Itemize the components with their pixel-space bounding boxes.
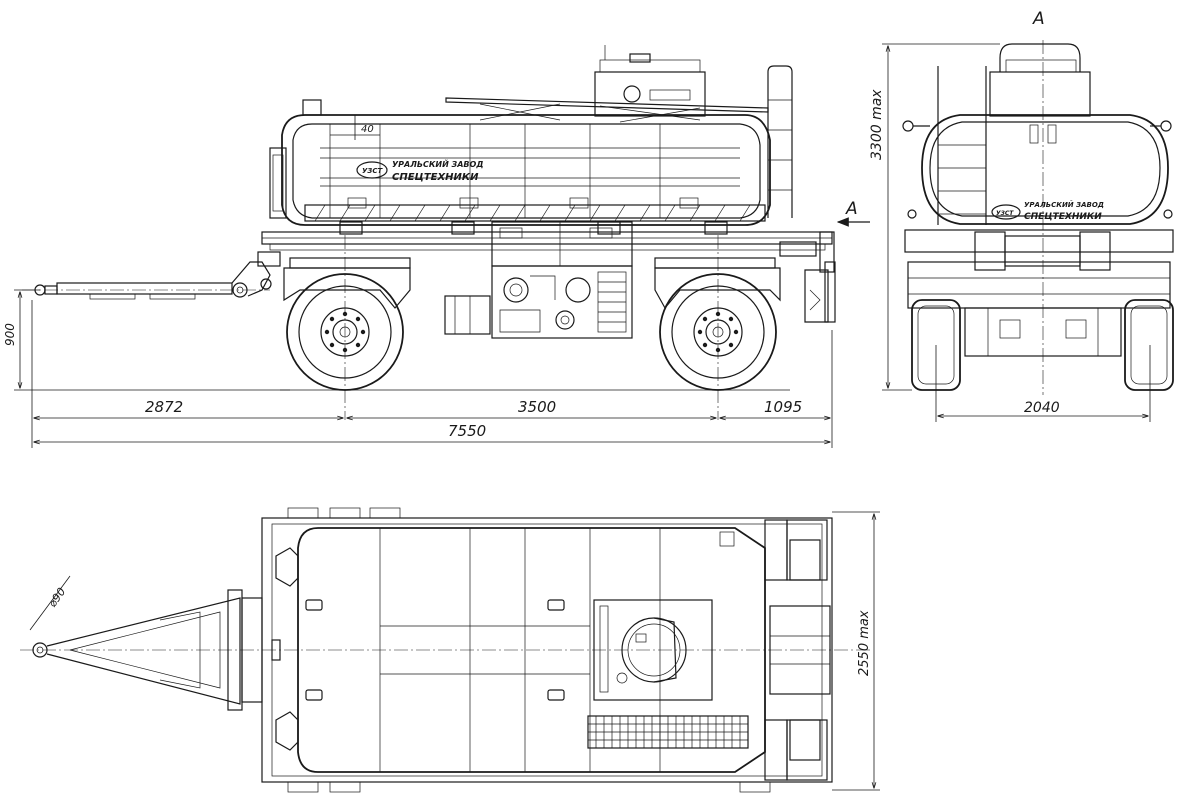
top-grating xyxy=(587,715,749,749)
dim-hitch-height: 900 xyxy=(3,289,290,391)
side-view: УЗСТ УРАЛЬСКИЙ ЗАВОД СПЕЦТЕХНИКИ xyxy=(3,45,870,448)
tank-body: УЗСТ УРАЛЬСКИЙ ЗАВОД СПЕЦТЕХНИКИ xyxy=(269,99,771,235)
section-mark-side: A xyxy=(845,199,858,219)
manhole-dome xyxy=(594,45,706,117)
dim-ladder-offset-label: 40 xyxy=(361,124,374,135)
dim-max-width-label: 2550 max xyxy=(857,610,872,676)
logo-line1: УРАЛЬСКИЙ ЗАВОД xyxy=(392,158,483,169)
dim-eye-diameter-label: ⌀90 xyxy=(46,585,68,609)
section-mark-top: A xyxy=(1032,9,1045,29)
pump-cabinet xyxy=(491,221,633,339)
dim-hitch-height-label: 900 xyxy=(3,323,17,346)
dim-rear-overhang-label: 1095 xyxy=(764,398,802,416)
logo-rear-line2: СПЕЦТЕХНИКИ xyxy=(1024,212,1102,222)
rear-view: A УЗСТ УРАЛЬСКИЙ ЗА xyxy=(869,9,1174,422)
dim-max-height: 3300 max xyxy=(869,43,1000,391)
dim-chain-length: 2872 3500 1095 7550 xyxy=(31,300,833,448)
tank-hatch-band xyxy=(314,204,751,222)
chassis-frame xyxy=(261,231,836,335)
top-view: ⌀90 xyxy=(20,507,880,793)
walkway-rail xyxy=(445,97,769,123)
rear-ladder xyxy=(767,65,793,218)
dim-track-width: 2040 xyxy=(935,345,1151,422)
rear-view-ladder xyxy=(937,66,987,225)
section-arrow-side: A xyxy=(836,199,870,227)
dim-overall-length-label: 7550 xyxy=(448,422,486,440)
dim-ladder-offset: 40 xyxy=(330,115,380,140)
logo-badge: УЗСТ xyxy=(362,167,384,175)
dim-eye-diameter: ⌀90 xyxy=(29,575,71,631)
logo-rear-line1: УРАЛЬСКИЙ ЗАВОД xyxy=(1024,200,1104,209)
rear-logo: УЗСТ УРАЛЬСКИЙ ЗАВОД СПЕЦТЕХНИКИ xyxy=(991,200,1104,222)
logo-badge-rear: УЗСТ xyxy=(996,210,1014,217)
manufacturer-logo: УЗСТ УРАЛЬСКИЙ ЗАВОД СПЕЦТЕХНИКИ xyxy=(356,158,483,183)
logo-line2: СПЕЦТЕХНИКИ xyxy=(392,172,479,183)
dim-track-width-label: 2040 xyxy=(1024,400,1060,416)
drawbar xyxy=(22,251,281,300)
dim-max-height-label: 3300 max xyxy=(869,89,885,160)
dim-max-width: 2550 max xyxy=(832,511,880,791)
dim-drawbar-label: 2872 xyxy=(145,398,183,416)
top-manhole xyxy=(593,599,713,701)
dim-wheelbase-label: 3500 xyxy=(518,398,556,416)
